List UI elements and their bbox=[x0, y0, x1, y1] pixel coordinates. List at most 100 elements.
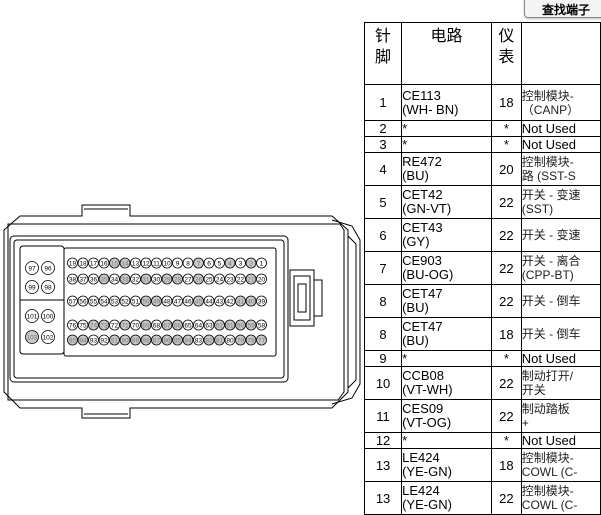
svg-text:62: 62 bbox=[216, 322, 224, 329]
svg-text:75: 75 bbox=[79, 322, 87, 329]
connector-pin: 94 bbox=[77, 334, 89, 346]
svg-text:83: 83 bbox=[195, 337, 203, 344]
connector-pin: 61 bbox=[224, 319, 236, 331]
instrument-cell: * bbox=[491, 136, 522, 153]
svg-text:102: 102 bbox=[43, 334, 54, 341]
connector-pin: 6 bbox=[203, 257, 215, 269]
instrument-cell: 18 bbox=[491, 317, 522, 351]
connector-pin: 83 bbox=[193, 334, 204, 346]
connector-pin: 97 bbox=[25, 261, 39, 275]
instrument-cell: 22 bbox=[491, 399, 522, 433]
connector-pin: 103 bbox=[25, 330, 39, 344]
svg-text:93: 93 bbox=[90, 337, 98, 344]
svg-text:6: 6 bbox=[207, 260, 211, 267]
svg-text:11: 11 bbox=[153, 260, 160, 267]
svg-text:14: 14 bbox=[121, 260, 129, 267]
svg-text:95: 95 bbox=[69, 337, 77, 344]
circuit-cell: CE113(WH- BN) bbox=[401, 84, 493, 121]
svg-text:15: 15 bbox=[111, 260, 119, 267]
description-cell: 开关 - 变速(SST) bbox=[520, 185, 601, 219]
connector-pin: 49 bbox=[151, 295, 162, 307]
pin-cell: 13 bbox=[363, 481, 403, 515]
connector-pin: 17 bbox=[88, 257, 99, 269]
connector-pin: 87 bbox=[151, 334, 162, 346]
svg-text:25: 25 bbox=[205, 276, 213, 283]
connector-pin: 37 bbox=[77, 273, 89, 285]
svg-text:43: 43 bbox=[216, 298, 224, 305]
connector-pin: 98 bbox=[41, 280, 55, 294]
svg-text:68: 68 bbox=[153, 322, 161, 329]
description-cell: 制动打开/开关 bbox=[520, 366, 601, 400]
svg-text:90: 90 bbox=[121, 337, 129, 344]
svg-text:45: 45 bbox=[195, 298, 203, 305]
connector-pin: 50 bbox=[140, 295, 152, 307]
pin-cell: 1 bbox=[363, 84, 403, 121]
circuit-cell: CET42(GN-VT) bbox=[401, 185, 493, 219]
connector-pin: 44 bbox=[203, 295, 215, 307]
connector-pin: 85 bbox=[172, 334, 183, 346]
connector-pin: 12 bbox=[140, 257, 152, 269]
connector-pin: 53 bbox=[109, 295, 120, 307]
svg-text:50: 50 bbox=[142, 298, 150, 305]
svg-text:88: 88 bbox=[142, 337, 150, 344]
svg-text:20: 20 bbox=[258, 276, 266, 283]
svg-text:54: 54 bbox=[100, 298, 108, 305]
svg-text:98: 98 bbox=[44, 284, 52, 291]
svg-text:42: 42 bbox=[226, 298, 234, 305]
connector-pin: 90 bbox=[119, 334, 131, 346]
connector-pin: 71 bbox=[119, 319, 131, 331]
svg-text:64: 64 bbox=[195, 322, 203, 329]
description-cell: 制动踏板+ bbox=[520, 399, 601, 433]
connector-pin: 55 bbox=[88, 295, 99, 307]
svg-text:26: 26 bbox=[195, 276, 203, 283]
svg-text:81: 81 bbox=[216, 337, 224, 344]
svg-text:8: 8 bbox=[186, 260, 190, 267]
svg-text:30: 30 bbox=[153, 276, 161, 283]
svg-text:52: 52 bbox=[121, 298, 129, 305]
circuit-cell: * bbox=[401, 350, 493, 367]
connector-pin: 25 bbox=[203, 273, 215, 285]
circuit-cell: CES09(VT-OG) bbox=[401, 399, 493, 433]
connector-pin: 18 bbox=[77, 257, 89, 269]
description-cell: 控制模块-COWL (C- bbox=[520, 448, 601, 482]
pin-cell: 8 bbox=[363, 284, 403, 318]
circuit-cell: * bbox=[401, 136, 493, 153]
svg-text:70: 70 bbox=[132, 322, 140, 329]
svg-text:36: 36 bbox=[90, 276, 98, 283]
svg-text:74: 74 bbox=[90, 322, 98, 329]
svg-text:63: 63 bbox=[205, 322, 213, 329]
svg-text:46: 46 bbox=[184, 298, 192, 305]
find-terminal-button[interactable]: 查找端子 bbox=[524, 0, 601, 18]
connector-pin: 9 bbox=[172, 257, 183, 269]
connector-pin: 11 bbox=[151, 257, 162, 269]
connector-pin: 33 bbox=[119, 273, 131, 285]
circuit-cell: * bbox=[401, 120, 493, 137]
connector-pin: 65 bbox=[182, 319, 194, 331]
instrument-cell: 22 bbox=[491, 481, 522, 515]
connector-pin: 41 bbox=[235, 295, 246, 307]
header-circuit: 电路 bbox=[401, 22, 493, 85]
connector-pin: 48 bbox=[161, 295, 173, 307]
connector-pin: 78 bbox=[245, 334, 257, 346]
connector-pin: 75 bbox=[77, 319, 89, 331]
connector-pin: 31 bbox=[140, 273, 152, 285]
description-cell: 开关 - 变速 bbox=[520, 218, 601, 252]
connector-pin: 40 bbox=[245, 295, 257, 307]
svg-text:100: 100 bbox=[43, 313, 54, 320]
svg-text:38: 38 bbox=[69, 276, 77, 283]
pin-cell: 8 bbox=[363, 317, 403, 351]
connector-pin: 76 bbox=[67, 319, 78, 331]
header-instrument: 仪表 bbox=[491, 22, 522, 85]
connector-pin: 52 bbox=[119, 295, 131, 307]
connector-pin: 19 bbox=[67, 257, 78, 269]
svg-text:87: 87 bbox=[153, 337, 161, 344]
instrument-cell: 22 bbox=[491, 366, 522, 400]
instrument-cell: * bbox=[491, 120, 522, 137]
svg-text:10: 10 bbox=[163, 260, 171, 267]
